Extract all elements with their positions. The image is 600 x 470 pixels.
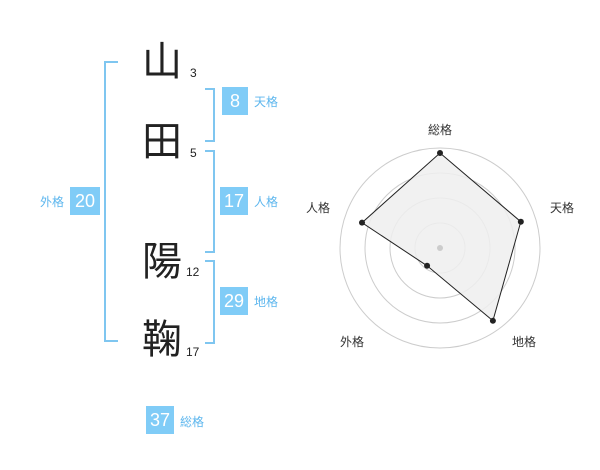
- jinkaku-value: 17: [220, 187, 249, 215]
- radar-point-3: [424, 262, 431, 269]
- radar-label-tenkaku: 天格: [550, 200, 574, 215]
- tenkaku-bracket: [205, 88, 215, 142]
- stroke-count-2: 5: [190, 146, 197, 160]
- chikaku-value: 29: [220, 287, 249, 315]
- radar-chart: 総格 天格 地格 外格 人格: [306, 122, 574, 349]
- name-char-1: 山: [142, 39, 182, 85]
- soukaku-label: 総格: [180, 415, 205, 429]
- radar-points: [359, 150, 524, 324]
- chikaku-bracket: [205, 260, 215, 344]
- radar-center-dot: [437, 245, 443, 251]
- jinkaku-bracket: [205, 150, 215, 253]
- gaikaku-bracket: [104, 61, 118, 342]
- radar-ring-4: [339, 147, 541, 349]
- stroke-count-4: 17: [186, 345, 200, 359]
- stroke-count-3: 12: [186, 265, 200, 279]
- name-char-4: 鞠: [142, 317, 182, 363]
- radar-label-soukaku: 総格: [428, 122, 452, 137]
- name-char-3: 陽: [142, 239, 182, 285]
- radar-label-chikaku: 地格: [512, 334, 536, 349]
- chikaku-label: 地格: [254, 295, 279, 309]
- tenkaku-value: 8: [222, 87, 248, 115]
- radar-point-2: [489, 317, 496, 324]
- gaikaku-value: 20: [70, 187, 100, 215]
- jinkaku-label: 人格: [254, 195, 279, 209]
- radar-point-4: [359, 219, 366, 226]
- radar-label-jinkaku: 人格: [306, 200, 330, 215]
- radar-point-1: [517, 218, 524, 225]
- radar-area: [361, 152, 522, 322]
- soukaku-value: 37: [146, 406, 175, 434]
- gaikaku-label: 外格: [40, 195, 65, 209]
- name-char-2: 田: [142, 119, 182, 165]
- radar-label-gaikaku: 外格: [340, 334, 364, 349]
- tenkaku-label: 天格: [254, 95, 279, 109]
- stroke-count-1: 3: [190, 66, 197, 80]
- radar-point-0: [437, 150, 443, 156]
